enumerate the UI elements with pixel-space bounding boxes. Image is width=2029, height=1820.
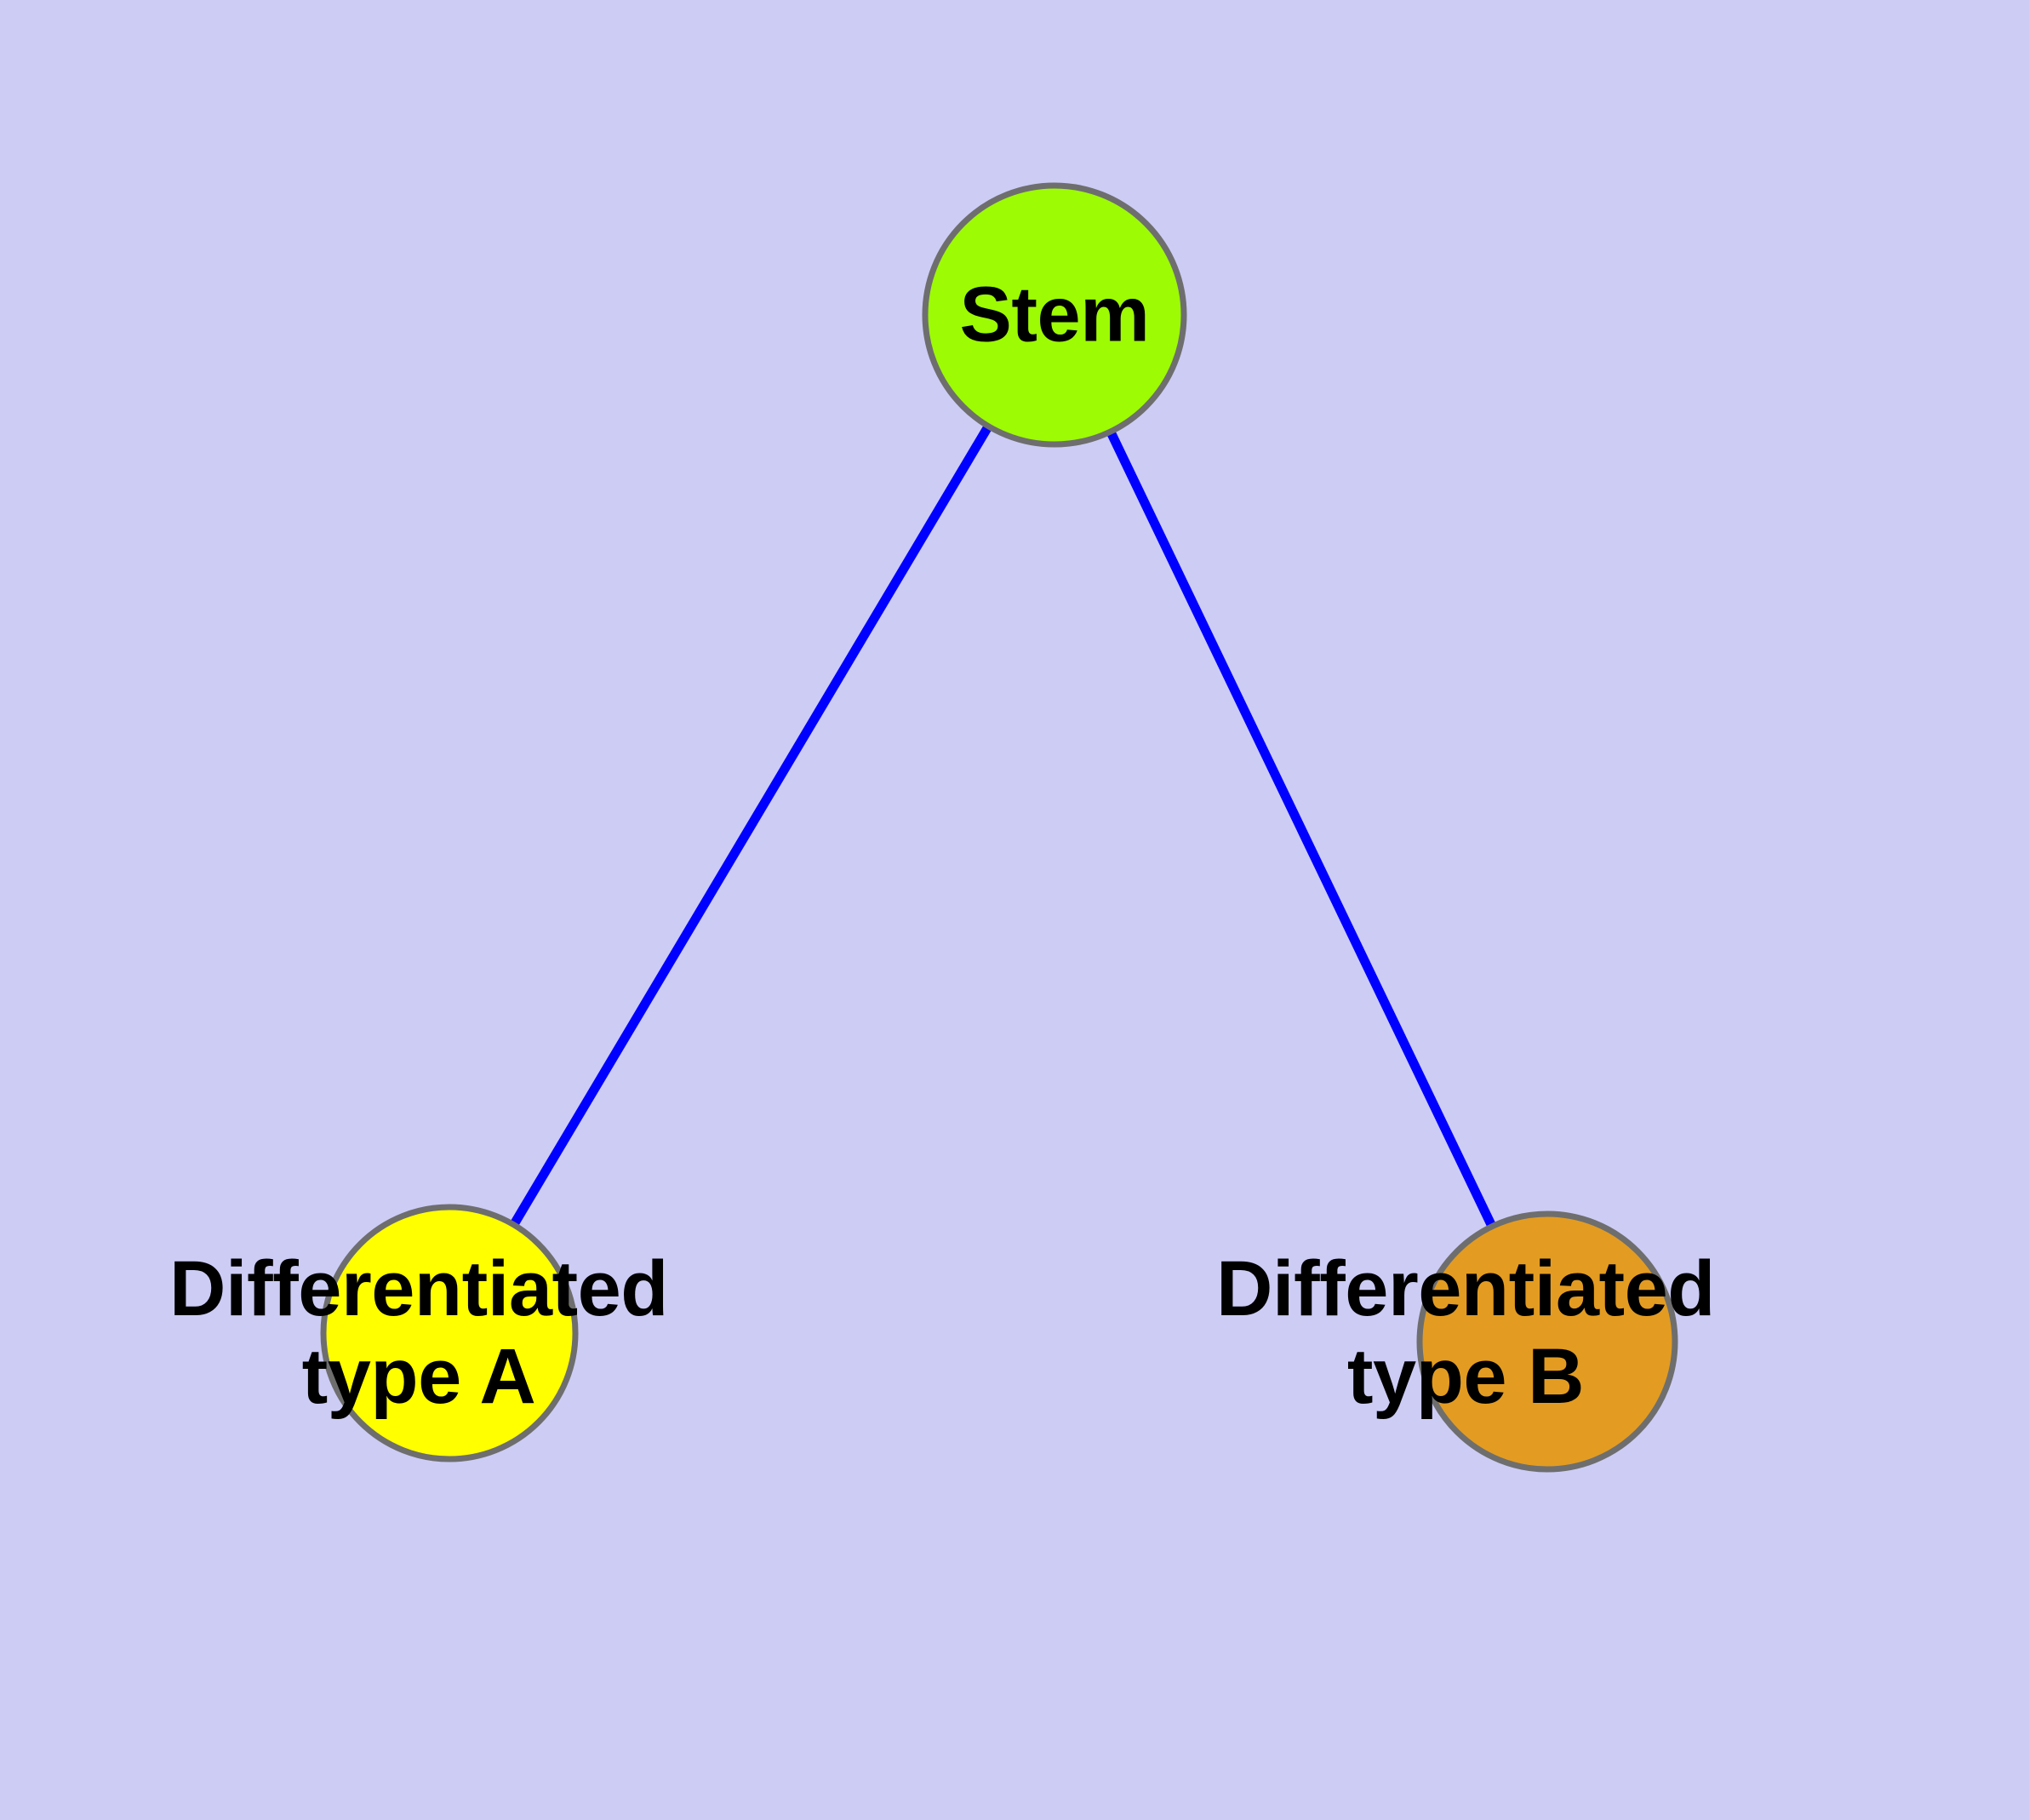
node-stem[interactable] [922, 182, 1187, 448]
node-differentiated-type-a[interactable] [320, 1204, 579, 1462]
edge-stem-to-differentiated-type-a[interactable] [509, 423, 993, 1228]
edges-group [509, 423, 1497, 1229]
node-differentiated-type-b[interactable] [1416, 1210, 1678, 1473]
edge-stem-to-differentiated-type-b[interactable] [1106, 429, 1497, 1229]
nodes-group [320, 182, 1678, 1473]
